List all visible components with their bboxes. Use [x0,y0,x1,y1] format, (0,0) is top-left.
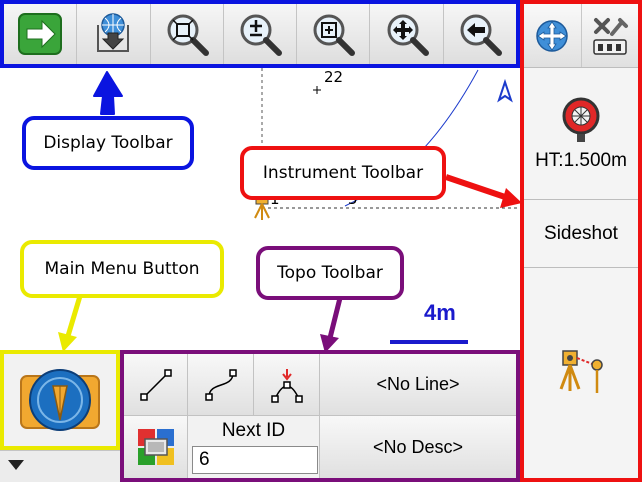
next-id-label: Next ID [221,420,286,441]
zoom-previous-button[interactable] [443,4,516,64]
callout-topo-toolbar-text: Topo Toolbar [277,263,383,283]
arrow-right-icon [18,13,63,55]
scale-bar [390,340,468,344]
description-select-button[interactable]: <No Desc> [320,416,516,478]
globe-arrows-icon [536,19,568,52]
arc-point-icon [270,368,303,403]
main-menu-button[interactable] [0,350,120,450]
chevron-down-icon [8,460,24,470]
display-toolbar [0,0,520,68]
instrument-toolbar: HT:1.500m Sideshot [520,0,642,482]
line-select-button[interactable]: <No Line> [320,354,516,416]
arc-point-button[interactable] [254,354,320,416]
callout-main-menu-button-text: Main Menu Button [44,259,200,279]
line-segment-icon [139,368,172,401]
map-globe-button[interactable] [77,4,151,64]
callout-display-toolbar: Display Toolbar [22,116,194,170]
prism-target-icon [562,97,600,142]
curve-icon [204,368,237,401]
callout-instrument-toolbar: Instrument Toolbar [240,146,446,200]
zoom-window-icon [313,14,356,56]
description-label: <No Desc> [372,436,464,457]
zoom-previous-icon [460,14,502,56]
instrument-height-label: HT:1.500m [535,149,627,171]
callout-topo-toolbar: Topo Toolbar [256,246,404,300]
callout-instrument-toolbar-text: Instrument Toolbar [262,163,424,183]
next-id-input[interactable]: 6 [192,446,318,474]
zoom-in-out-button[interactable] [223,4,298,64]
next-id-group: Next ID 6 [188,416,320,478]
curve-button[interactable] [188,354,254,416]
instrument-height-button[interactable]: HT:1.500m [524,68,638,200]
total-station-icon [559,350,603,393]
zoom-extents-icon [167,14,209,56]
tab-map-view[interactable] [524,4,582,67]
zoom-extents-button[interactable] [150,4,224,64]
globe-down-icon [97,13,130,52]
scale-label: 4m [424,300,456,325]
setup-point-icon [254,195,270,220]
sideshot-label: Sideshot [544,222,618,244]
zoom-in-out-icon [240,14,282,56]
layer-button[interactable] [124,416,188,478]
next-screen-button[interactable] [4,4,78,64]
line-label: <No Line> [376,374,460,394]
pan-icon [387,14,429,56]
zoom-window-button[interactable] [297,4,371,64]
topo-toolbar: <No Line> Next ID 6 <No Desc> [120,350,520,482]
menu-dropdown-button[interactable] [0,450,120,482]
callout-display-toolbar-text: Display Toolbar [43,133,173,153]
compass-logo-icon [20,369,100,431]
take-shot-button[interactable] [524,268,638,478]
callout-main-menu-button: Main Menu Button [20,240,224,298]
line-segment-button[interactable] [124,354,188,416]
tools-icon [593,17,628,55]
pan-button[interactable] [370,4,444,64]
point-label: 22 [324,68,344,86]
layers-icon [137,429,174,465]
tab-instrument-settings[interactable] [581,4,638,67]
sideshot-button[interactable]: Sideshot [524,200,638,268]
